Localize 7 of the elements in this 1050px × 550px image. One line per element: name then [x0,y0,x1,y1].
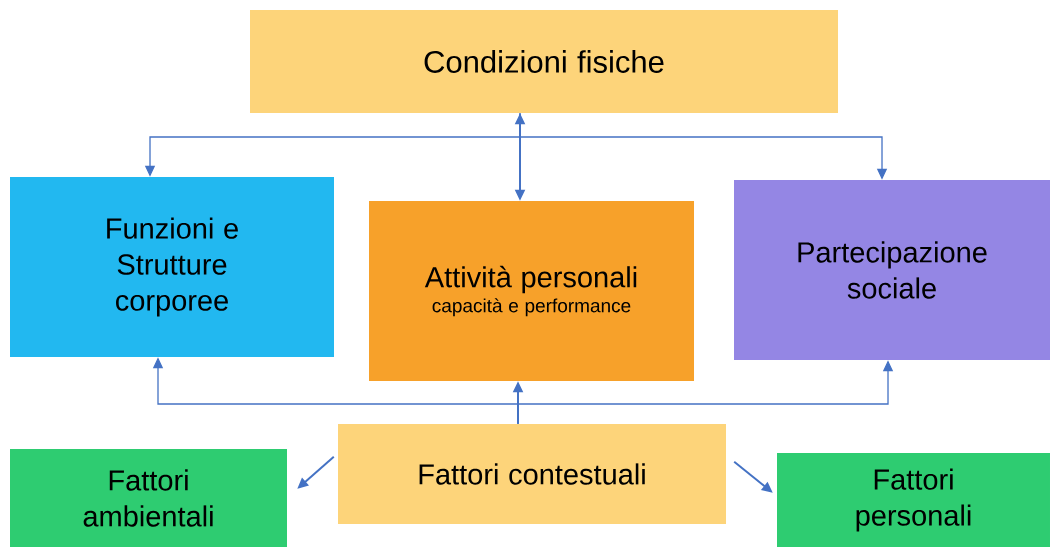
box: Fattori ambientali [10,449,287,547]
box: Condizioni fisiche [250,10,838,113]
box: Fattori personali [777,453,1050,547]
box: Attività personali capacità e performance [369,201,694,381]
box: Partecipazione sociale [734,180,1050,360]
box: Funzioni e Strutture corporee [10,177,334,357]
box: Fattori contestuali [338,424,726,524]
